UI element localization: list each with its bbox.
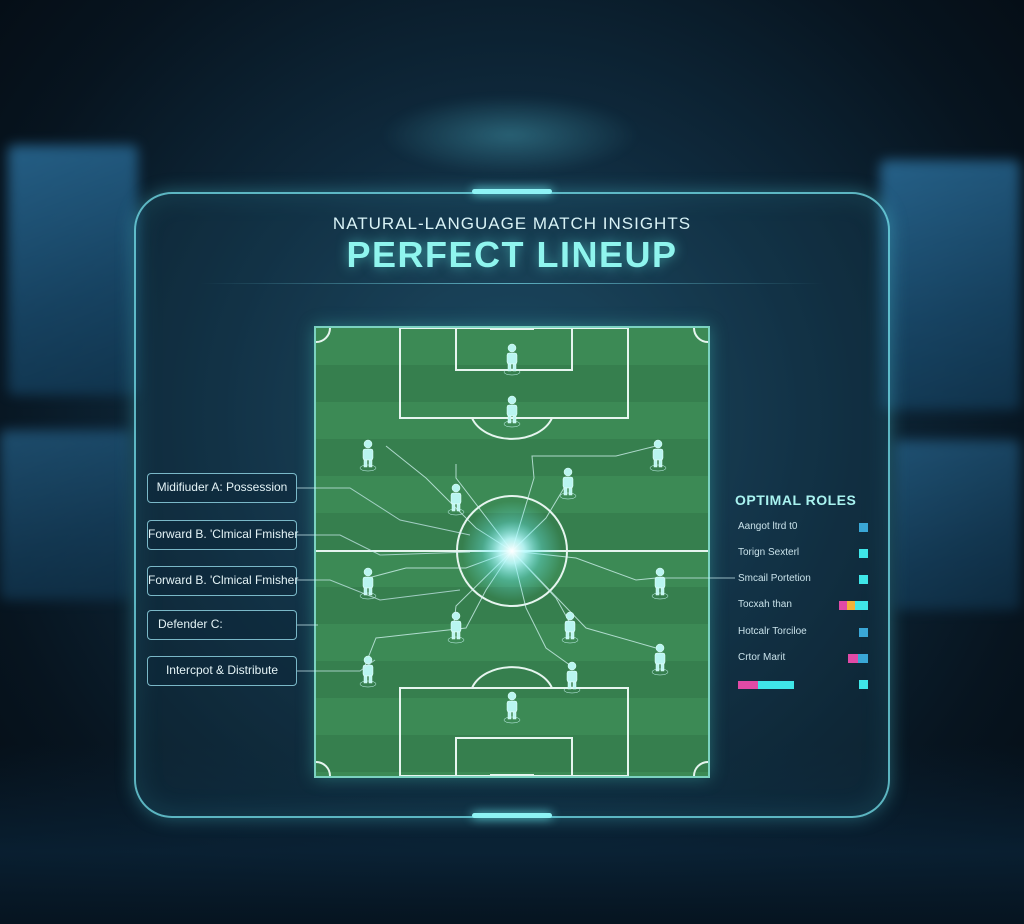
roles-title: OPTIMAL ROLES bbox=[735, 492, 857, 508]
role-item[interactable]: Smcail Portetion bbox=[738, 573, 873, 589]
bottom-goal-box bbox=[455, 737, 573, 776]
pitch-markings bbox=[316, 328, 708, 776]
player-icon bbox=[359, 567, 377, 600]
role-swatch bbox=[859, 680, 868, 689]
role-item[interactable]: Aangot ltrd t0 bbox=[738, 521, 873, 537]
ceiling-light bbox=[380, 95, 640, 175]
player-icon bbox=[447, 611, 465, 644]
soccer-pitch bbox=[314, 326, 710, 778]
player-icon bbox=[651, 567, 669, 600]
callout-intercept-distribute[interactable]: Intercpot & Distribute bbox=[147, 656, 297, 686]
bottom-penalty-box bbox=[399, 687, 629, 776]
callout-forward-b[interactable]: Forward B. 'Clmical Fmisher bbox=[147, 520, 298, 550]
player-icon bbox=[559, 467, 577, 500]
callout-forward-b-alt[interactable]: Forward B. 'Clmical Fmisher bbox=[147, 566, 298, 596]
role-swatch bbox=[839, 601, 847, 610]
background-screen-right-lower bbox=[895, 440, 1020, 610]
role-label: Hotcalr Torciloe bbox=[738, 626, 807, 637]
corner-arc bbox=[693, 761, 708, 776]
panel-top-accent bbox=[472, 189, 552, 194]
bottom-goal bbox=[490, 774, 534, 776]
title-divider bbox=[200, 283, 824, 284]
background-screen-right bbox=[880, 160, 1020, 410]
top-penalty-box bbox=[399, 328, 629, 419]
background-screen-left-lower bbox=[0, 430, 130, 600]
role-swatch bbox=[859, 549, 868, 558]
corner-arc bbox=[693, 328, 708, 343]
role-label: Torign Sexterl bbox=[738, 547, 800, 558]
center-glow bbox=[462, 501, 562, 601]
player-icon bbox=[561, 611, 579, 644]
role-item[interactable]: Hotcalr Torciloe bbox=[738, 626, 873, 642]
role-label: Crtor Marit bbox=[738, 652, 786, 663]
role-label: Smcail Portetion bbox=[738, 573, 811, 584]
player-icon bbox=[563, 661, 581, 694]
top-goal bbox=[490, 328, 534, 330]
bottom-penalty-arc bbox=[471, 666, 553, 689]
panel-title: PERFECT LINEUP bbox=[346, 234, 678, 275]
role-swatch bbox=[847, 601, 855, 610]
role-swatch bbox=[858, 654, 868, 663]
callout-defender-c[interactable]: Defender C: bbox=[147, 610, 297, 640]
top-penalty-arc bbox=[471, 417, 553, 440]
player-icon bbox=[447, 483, 465, 516]
role-swatch bbox=[859, 628, 868, 637]
role-item[interactable]: Crtor Marit bbox=[738, 652, 873, 668]
panel-bottom-accent bbox=[472, 813, 552, 818]
player-icon bbox=[503, 691, 521, 724]
role-item[interactable] bbox=[738, 678, 873, 694]
player-icon bbox=[359, 655, 377, 688]
role-label: Tocxah than bbox=[738, 599, 792, 610]
player-icon bbox=[503, 343, 521, 376]
player-icon bbox=[359, 439, 377, 472]
corner-arc bbox=[316, 328, 331, 343]
role-bar-magenta bbox=[738, 681, 758, 689]
callout-midfielder-a[interactable]: Midifiuder A: Possession bbox=[147, 473, 297, 503]
role-swatch bbox=[859, 575, 868, 584]
corner-arc bbox=[316, 761, 331, 776]
role-bar-cyan bbox=[758, 681, 794, 689]
player-icon bbox=[651, 643, 669, 676]
background-screen-left bbox=[8, 145, 138, 395]
player-icon bbox=[649, 439, 667, 472]
role-swatch bbox=[855, 601, 868, 610]
role-item[interactable]: Torign Sexterl bbox=[738, 547, 873, 563]
panel-subtitle: NATURAL-LANGUAGE MATCH INSIGHTS bbox=[332, 214, 692, 233]
role-swatch bbox=[848, 654, 858, 663]
role-swatch bbox=[859, 523, 868, 532]
role-label: Aangot ltrd t0 bbox=[738, 521, 798, 532]
role-item[interactable]: Tocxah than bbox=[738, 599, 873, 615]
player-icon bbox=[503, 395, 521, 428]
